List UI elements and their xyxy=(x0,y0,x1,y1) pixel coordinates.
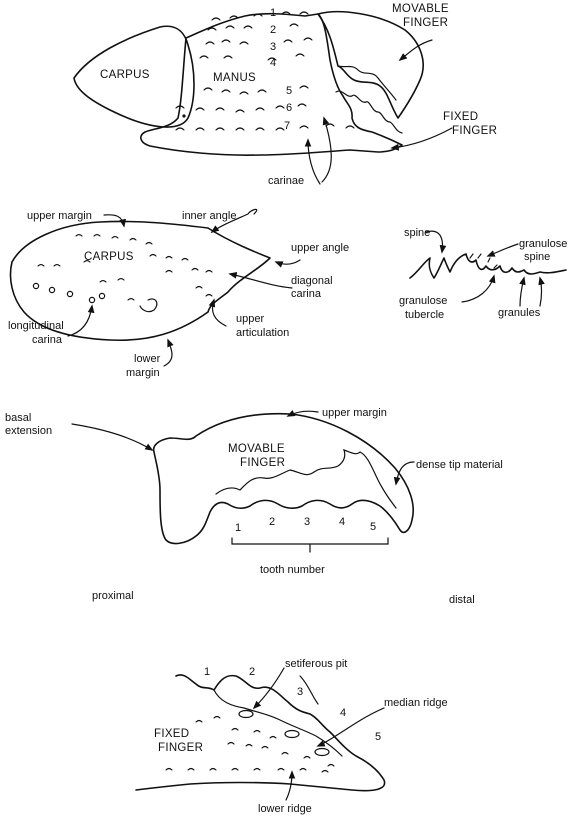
setiferous-pit-1 xyxy=(239,711,253,718)
upper-margin-label: upper margin xyxy=(27,210,92,222)
distal-label: distal xyxy=(449,594,475,606)
granules-label: granules xyxy=(498,307,541,319)
granulose-tubercle-label-1: granulose xyxy=(399,295,447,307)
tooth-number-label: tooth number xyxy=(260,564,325,576)
movable-finger-detail-label-2: FINGER xyxy=(240,457,285,469)
upper-margin-arrow xyxy=(104,215,124,226)
panel-fixed-finger: 1 2 3 4 5 setiferous pit median ridge FI… xyxy=(136,658,448,815)
upper-angle-arrow xyxy=(276,260,300,264)
carinae-label: carinae xyxy=(268,175,304,187)
movable-finger-detail-label-1: MOVABLE xyxy=(228,443,285,455)
diagonal-carina-label-2: carina xyxy=(291,288,322,300)
proximal-label: proximal xyxy=(92,590,134,602)
movable-finger-label-line1: MOVABLE xyxy=(392,3,449,15)
lower-ridge-arrow xyxy=(286,772,292,800)
fixed-finger-number-2: 2 xyxy=(249,666,255,678)
carina-number-7: 7 xyxy=(284,120,290,132)
setiferous-pit-3 xyxy=(315,749,329,756)
spine-label: spine xyxy=(404,227,430,239)
carinae-arrow-1 xyxy=(322,118,331,182)
inner-angle-label: inner angle xyxy=(182,210,236,222)
upper-angle-label: upper angle xyxy=(291,242,349,254)
lower-ridge-label: lower ridge xyxy=(258,803,312,815)
longitudinal-carina-label-2: carina xyxy=(32,334,63,346)
carina-number-6: 6 xyxy=(286,102,292,114)
basal-extension-label-1: basal xyxy=(5,412,31,424)
movable-finger-label-line2: FINGER xyxy=(403,17,448,29)
carpus-granules xyxy=(33,235,212,312)
carina-number-5: 5 xyxy=(286,85,292,97)
fixed-finger-number-5: 5 xyxy=(375,731,381,743)
carina-number-3: 3 xyxy=(270,41,276,53)
granulose-tubercle-arrow xyxy=(462,276,494,302)
fixed-finger-label-line2: FINGER xyxy=(452,125,497,137)
granules-arrow-2 xyxy=(540,278,542,306)
tooth-number-2: 2 xyxy=(269,516,275,528)
granulose-spine-label-1: granulose xyxy=(519,238,567,250)
tooth-number-bracket xyxy=(232,538,388,552)
dense-tip-label: dense tip material xyxy=(416,459,503,471)
panel-movable-finger: MOVABLE FINGER basal extension upper mar… xyxy=(5,407,503,606)
lower-margin-arrow xyxy=(164,340,172,366)
carina-number-2: 2 xyxy=(270,24,276,36)
lower-margin-label-2: margin xyxy=(126,367,160,379)
granulose-tubercle-label-2: tubercle xyxy=(405,309,444,321)
fixed-finger-number-3: 3 xyxy=(297,686,303,698)
basal-extension-label-2: extension xyxy=(5,425,52,437)
fixed-finger-detail-label-1: FIXED xyxy=(154,728,189,740)
longitudinal-carina-label-1: longitudinal xyxy=(8,320,64,332)
diagonal-carina-label-1: diagonal xyxy=(291,275,333,287)
dense-tip-line xyxy=(360,452,396,508)
fixed-finger-label-line1: FIXED xyxy=(443,111,478,123)
tooth-number-3: 3 xyxy=(304,516,310,528)
granulose-spine-arrow xyxy=(488,244,518,256)
setiferous-pit-label: setiferous pit xyxy=(285,658,347,670)
carpus-label: CARPUS xyxy=(100,69,150,81)
fixed-finger-number-4: 4 xyxy=(340,707,346,719)
panel-carpus: CARPUS upper margin inner angle upper an… xyxy=(8,209,349,379)
tooth-number-5: 5 xyxy=(370,521,376,533)
panel-granulation: spine granulose spine granulose tubercle… xyxy=(399,227,567,321)
carpus-detail-label: CARPUS xyxy=(84,251,134,263)
lower-margin-label-1: lower xyxy=(134,353,161,365)
tooth-row-line xyxy=(216,450,360,494)
carina-number-1: 1 xyxy=(270,7,276,19)
fixed-finger-detail-label-2: FINGER xyxy=(158,742,203,754)
panel-chela: CARPUS MANUS MOVABLE FINGER FIXED FINGER… xyxy=(74,3,497,187)
longitudinal-carina-arrow xyxy=(68,306,92,336)
manus-label: MANUS xyxy=(213,72,256,84)
dense-tip-arrow xyxy=(396,462,414,484)
tooth-number-4: 4 xyxy=(339,516,345,528)
fixed-finger-number-1: 1 xyxy=(204,666,210,678)
fixed-finger-teeth xyxy=(336,91,402,133)
granulose-spine-label-2: spine xyxy=(524,251,550,263)
upper-articulation-arrow xyxy=(213,300,227,326)
fixed-finger-inner-ridge xyxy=(214,690,342,756)
granules-arrow-1 xyxy=(520,278,524,306)
basal-extension-arrow xyxy=(72,424,152,450)
tooth-number-1: 1 xyxy=(235,522,241,534)
setiferous-pit-2 xyxy=(285,731,299,738)
median-ridge-label: median ridge xyxy=(384,697,448,709)
upper-articulation-label-1: upper xyxy=(236,313,264,325)
upper-margin-finger-label: upper margin xyxy=(322,407,387,419)
carinae-arrow-2 xyxy=(308,140,320,184)
carina-number-4: 4 xyxy=(270,57,276,69)
upper-articulation-label-2: articulation xyxy=(236,327,289,339)
